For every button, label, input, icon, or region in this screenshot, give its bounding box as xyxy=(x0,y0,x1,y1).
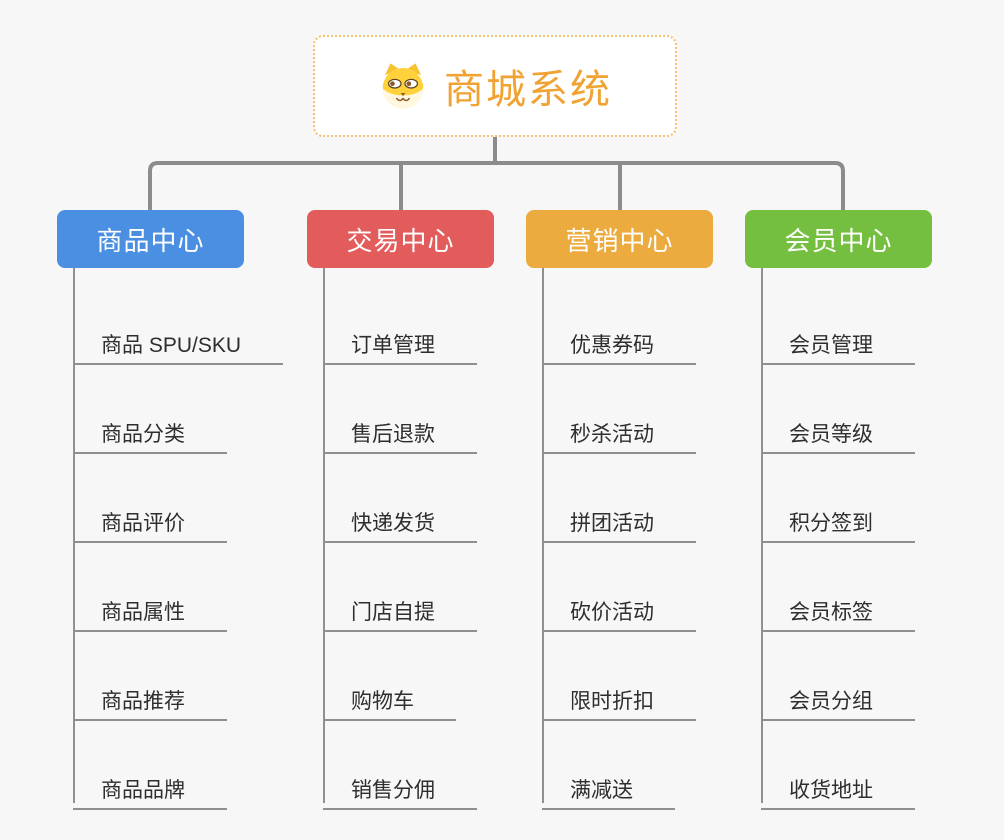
branch-column-2: 交易中心 订单管理售后退款快递发货门店自提购物车销售分佣 xyxy=(307,210,494,810)
leaf-node[interactable]: 售后退款 xyxy=(323,407,477,454)
branch-node-3[interactable]: 营销中心 xyxy=(526,210,713,268)
leaf-node[interactable]: 购物车 xyxy=(323,674,456,721)
branch-label: 营销中心 xyxy=(565,225,674,256)
leaf-label: 商品 SPU/SKU xyxy=(101,334,242,357)
leaf-label: 购物车 xyxy=(351,690,414,713)
leaf-node[interactable]: 会员标签 xyxy=(761,585,915,632)
leaf-node[interactable]: 商品属性 xyxy=(73,585,227,632)
leaf-node[interactable]: 订单管理 xyxy=(323,318,477,365)
leaf-node[interactable]: 快递发货 xyxy=(323,496,477,543)
branch-column-4: 会员中心 会员管理会员等级积分签到会员标签会员分组收货地址 xyxy=(745,210,932,810)
leaf-node[interactable]: 商品评价 xyxy=(73,496,227,543)
leaf-label: 商品品牌 xyxy=(101,779,185,802)
leaf-node[interactable]: 秒杀活动 xyxy=(542,407,696,454)
leaf-label: 快递发货 xyxy=(351,512,435,535)
leaf-label: 订单管理 xyxy=(351,334,435,357)
leaf-label: 会员分组 xyxy=(789,690,873,713)
leaf-label: 商品分类 xyxy=(101,423,185,446)
leaf-node[interactable]: 商品推荐 xyxy=(73,674,227,721)
leaf-node[interactable]: 商品 SPU/SKU xyxy=(73,318,284,365)
branch-line xyxy=(761,268,763,803)
leaf-node[interactable]: 拼团活动 xyxy=(542,496,696,543)
leaf-node[interactable]: 收货地址 xyxy=(761,763,915,810)
leaf-label: 会员等级 xyxy=(789,423,873,446)
leaf-label: 会员标签 xyxy=(789,601,873,624)
leaf-label: 收货地址 xyxy=(789,779,873,802)
branch-node-1[interactable]: 商品中心 xyxy=(57,210,244,268)
root-title: 商城系统 xyxy=(444,68,612,112)
leaf-node[interactable]: 满减送 xyxy=(542,763,675,810)
leaf-node[interactable]: 门店自提 xyxy=(323,585,477,632)
leaf-node[interactable]: 会员管理 xyxy=(761,318,915,365)
leaf-node[interactable]: 会员等级 xyxy=(761,407,915,454)
branch-label: 交易中心 xyxy=(346,225,455,256)
leaf-label: 会员管理 xyxy=(789,334,873,357)
leaf-node[interactable]: 积分签到 xyxy=(761,496,915,543)
dog-face-icon xyxy=(382,63,424,109)
root-node[interactable]: 商城系统 xyxy=(313,35,677,137)
branch-label: 会员中心 xyxy=(784,225,893,256)
leaf-label: 商品评价 xyxy=(101,512,185,535)
leaf-node[interactable]: 商品分类 xyxy=(73,407,227,454)
leaf-label: 限时折扣 xyxy=(570,690,654,713)
leaf-label: 秒杀活动 xyxy=(570,423,654,446)
branch-line xyxy=(73,268,75,803)
branch-line xyxy=(542,268,544,803)
branch-node-2[interactable]: 交易中心 xyxy=(307,210,494,268)
leaf-label: 拼团活动 xyxy=(570,512,654,535)
leaf-label: 商品推荐 xyxy=(101,690,185,713)
leaf-label: 优惠券码 xyxy=(570,334,654,357)
leaf-node[interactable]: 销售分佣 xyxy=(323,763,477,810)
leaf-label: 积分签到 xyxy=(789,512,873,535)
leaf-label: 门店自提 xyxy=(351,601,435,624)
branch-label: 商品中心 xyxy=(96,225,205,256)
branch-line xyxy=(323,268,325,803)
leaf-label: 销售分佣 xyxy=(351,779,435,802)
branch-column-3: 营销中心 优惠券码秒杀活动拼团活动砍价活动限时折扣满减送 xyxy=(526,210,713,810)
leaf-node[interactable]: 商品品牌 xyxy=(73,763,227,810)
branch-column-1: 商品中心 商品 SPU/SKU 商品分类商品评价商品属性商品推荐商品品牌 xyxy=(57,210,284,810)
leaf-node[interactable]: 会员分组 xyxy=(761,674,915,721)
leaf-label: 售后退款 xyxy=(351,423,435,446)
leaf-node[interactable]: 优惠券码 xyxy=(542,318,696,365)
leaf-label: 商品属性 xyxy=(101,601,185,624)
leaf-label: 砍价活动 xyxy=(570,601,654,624)
leaf-label: 满减送 xyxy=(570,779,633,802)
branch-node-4[interactable]: 会员中心 xyxy=(745,210,932,268)
leaf-node[interactable]: 砍价活动 xyxy=(542,585,696,632)
leaf-node[interactable]: 限时折扣 xyxy=(542,674,696,721)
